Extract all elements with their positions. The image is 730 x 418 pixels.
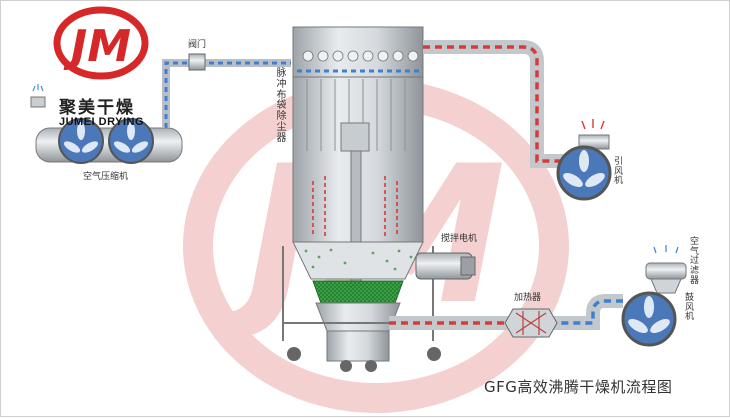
brand-logo: JM xyxy=(53,6,149,80)
air-filter-label: 空气过滤器 xyxy=(689,237,699,286)
valve-label: 阀门 xyxy=(188,40,207,50)
diagram-title: GFG高效沸腾干燥机流程图 xyxy=(484,378,673,396)
air-filter xyxy=(645,245,687,294)
compressed-air-pipe xyxy=(162,53,291,128)
stirring-motor xyxy=(415,252,476,280)
air-compressor-label: 空气压缩机 xyxy=(83,172,129,182)
induced-fan-label: 引风机 xyxy=(613,157,623,187)
stirring-motor-label: 搅拌电机 xyxy=(441,234,478,244)
blower-label: 鼓风机 xyxy=(684,293,694,323)
bag-filter-label: 脉冲布袋除尘器 xyxy=(276,68,287,144)
brand-name-cn: 聚美干燥 xyxy=(59,98,135,118)
heater xyxy=(504,308,558,338)
svg-text:JM: JM xyxy=(63,21,131,72)
inlet-pipe xyxy=(389,294,623,330)
brand-name-en: JUMEI DRYING xyxy=(59,116,145,128)
induced-fan xyxy=(556,119,612,201)
exhaust-pipe xyxy=(423,40,566,168)
heater-label: 加热器 xyxy=(514,293,542,303)
blower xyxy=(621,291,677,347)
drying-tower xyxy=(282,26,441,372)
air-compressor xyxy=(30,84,183,164)
